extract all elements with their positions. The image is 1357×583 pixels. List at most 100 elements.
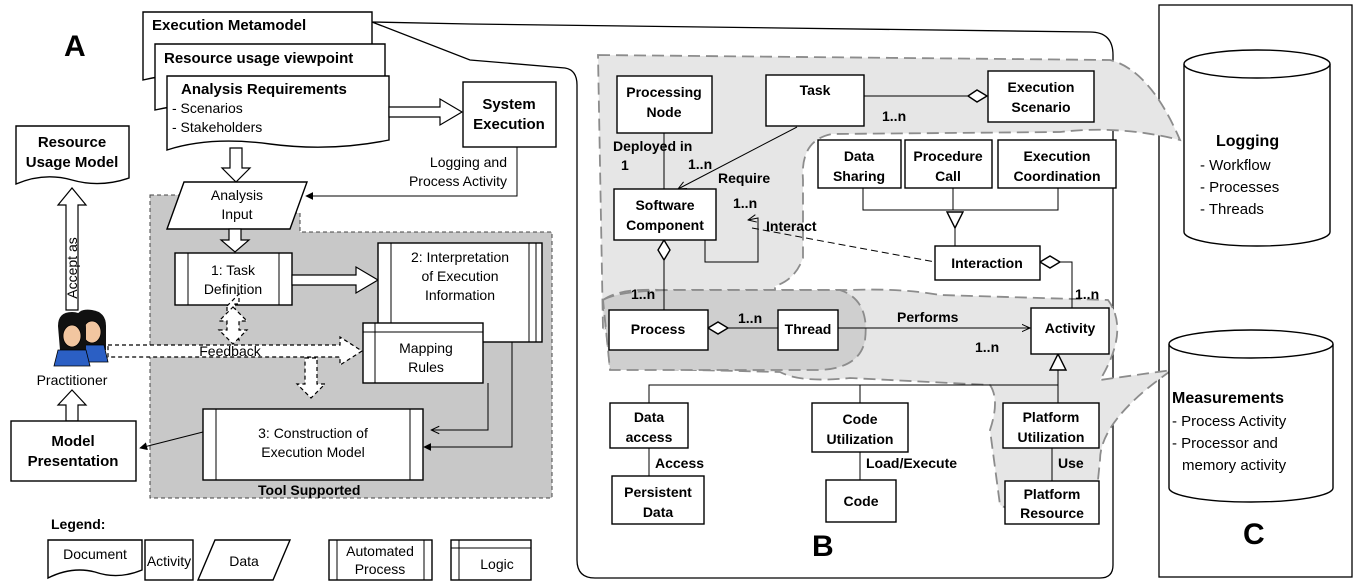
- multiplicity-label: 1..n: [975, 339, 999, 355]
- feedback-horizontal-arrow: [107, 335, 364, 367]
- access-label: Access: [655, 455, 704, 471]
- code-utilization-label: Code: [843, 411, 878, 427]
- platform-resource-label: Resource: [1020, 505, 1084, 521]
- model-presentation-label: Model: [51, 433, 94, 450]
- multiplicity-label: 1..n: [738, 310, 762, 326]
- code-label: Code: [844, 493, 879, 509]
- logging-process-label: Process Activity: [409, 173, 507, 189]
- analysis-input-data: [166, 181, 308, 230]
- software-component-label: Component: [626, 217, 704, 233]
- use-label: Use: [1058, 455, 1084, 471]
- platform-utilization-box: [1002, 402, 1100, 449]
- data-access-label: Data: [634, 409, 665, 425]
- performs-label: Performs: [897, 309, 959, 325]
- legend-activity-label: Activity: [147, 553, 191, 569]
- interpretation-to-construction-line: [423, 342, 513, 451]
- processing-node-label: Processing: [626, 84, 701, 100]
- analysis-requirements-doc: [166, 75, 390, 151]
- analysis-input-label: Analysis: [211, 187, 263, 203]
- persistent-data-label: Persistent: [624, 484, 692, 500]
- processing-node-box: [616, 75, 713, 134]
- legend-document-label: Document: [63, 546, 127, 562]
- code-box: [825, 479, 897, 523]
- code-utilization-box: [811, 402, 909, 453]
- data-access-label: access: [626, 429, 673, 445]
- execution-to-input-line: [305, 147, 518, 200]
- interpretation-label: Information: [425, 287, 495, 303]
- feedback-construction-arrow: [295, 357, 327, 399]
- scenario-region: [597, 54, 1182, 331]
- execution-coordination-box: [997, 139, 1117, 189]
- process-box: [608, 309, 709, 351]
- multiplicity-label: 1..n: [733, 195, 757, 211]
- software-component-label: Software: [635, 197, 694, 213]
- thread-label: Thread: [785, 321, 832, 337]
- legend-logic: [450, 539, 532, 581]
- legend-data: [196, 539, 292, 581]
- resource-usage-model-label: Resource: [38, 134, 106, 151]
- measurements-cylinder: [1168, 344, 1334, 503]
- feedback-label: Feedback: [199, 343, 261, 359]
- system-execution-box: [462, 81, 557, 148]
- platform-resource-box: [1004, 480, 1100, 525]
- legend-activity: [144, 539, 194, 581]
- construction-box: [202, 408, 424, 481]
- measurements-item: - Process Activity: [1172, 413, 1287, 430]
- resource-usage-model-doc: [15, 125, 130, 186]
- procedure-call-label: Procedure: [913, 148, 982, 164]
- mapping-rules-label: Mapping: [399, 340, 453, 356]
- mapping-rules-label: Rules: [408, 359, 444, 375]
- interaction-label: Interaction: [951, 255, 1023, 271]
- analysis-requirements-title: Analysis Requirements: [181, 81, 347, 98]
- input-to-task-arrow: [219, 228, 251, 253]
- legend-data-label: Data: [229, 553, 259, 569]
- generalization-triangle: [945, 211, 965, 230]
- interaction-box: [934, 245, 1041, 281]
- logging-item: - Threads: [1200, 201, 1264, 218]
- logging-cylinder: [1183, 64, 1331, 247]
- data-sharing-box: [817, 139, 902, 189]
- requirements-to-input-arrow: [220, 147, 252, 183]
- process-diamond: [706, 321, 730, 335]
- mapping-to-construction-line: [431, 383, 489, 430]
- panel-c-frame: [1158, 4, 1353, 578]
- platform-utilization-label: Platform: [1023, 409, 1080, 425]
- task-label: Task: [800, 82, 831, 98]
- execution-coordination-label: Execution: [1024, 148, 1091, 164]
- legend-title: Legend:: [51, 516, 105, 532]
- measurements-item: - Processor and: [1172, 435, 1278, 452]
- interaction-kinds-edge: [862, 188, 1059, 211]
- data-sharing-label: Data: [844, 148, 875, 164]
- interact-loop: [704, 218, 759, 263]
- persistent-data-label: Data: [643, 504, 674, 520]
- legend-logic-label: Logic: [480, 556, 513, 572]
- task-definition-label: 1: Task: [211, 262, 256, 278]
- system-execution-label: Execution: [473, 116, 545, 133]
- feedback-vertical-arrow: [217, 306, 249, 345]
- activity-box: [1030, 307, 1110, 355]
- panel-b-frame: [371, 21, 1114, 579]
- multiplicity-label: 1..n: [688, 156, 712, 172]
- panel-label-a: A: [64, 30, 86, 63]
- multiplicity-label: 1: [621, 157, 629, 173]
- software-component-box: [613, 188, 717, 241]
- task-definition-box: [174, 252, 293, 306]
- logging-item: - Workflow: [1200, 157, 1271, 174]
- process-label: Process: [631, 321, 686, 337]
- execution-scenario-label: Execution: [1008, 79, 1075, 95]
- thread-box: [777, 309, 839, 351]
- data-access-box: [609, 402, 689, 449]
- model-presentation-box: [10, 420, 137, 482]
- resource-viewpoint-label: Resource usage viewpoint: [164, 50, 353, 67]
- resource-usage-model-label: Usage Model: [26, 154, 119, 171]
- multiplicity-label: 1..n: [631, 286, 655, 302]
- construction-label: 3: Construction of: [258, 425, 368, 441]
- system-execution-label: System: [482, 96, 535, 113]
- panel-label-b: B: [812, 530, 834, 563]
- interpretation-label: 2: Interpretation: [411, 249, 509, 265]
- multiplicity-label: 1..n: [882, 108, 906, 124]
- interaction-diamond: [1038, 255, 1062, 269]
- deployed-in-label: Deployed in: [613, 138, 692, 154]
- practitioner-label: Practitioner: [37, 372, 108, 388]
- load-execute-label: Load/Execute: [866, 455, 957, 471]
